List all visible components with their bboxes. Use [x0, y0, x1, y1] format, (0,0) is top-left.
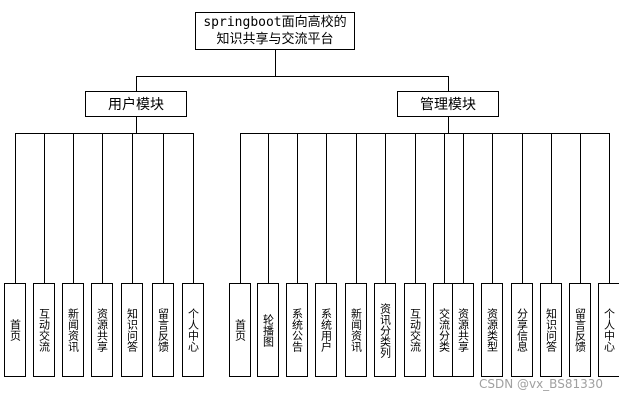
- leaf-node-1-9-label: 资源类型: [485, 308, 499, 352]
- leaf-node-1-8: 资源共享: [452, 283, 474, 377]
- leaf-node-0-3-label: 资源共享: [95, 308, 109, 352]
- leaf-node-1-10: 分享信息: [511, 283, 533, 377]
- leaf-node-1-5-label: 资讯分类列: [378, 302, 392, 358]
- connector-module-1-down: [448, 117, 449, 133]
- connector-leaf-1-4: [356, 133, 357, 283]
- connector-module-0-children-bar: [15, 133, 194, 134]
- connector-leaf-0-6: [193, 133, 194, 283]
- leaf-node-0-1-label: 互动交流: [37, 308, 51, 352]
- leaf-node-1-8-label: 资源共享: [456, 308, 470, 352]
- connector-module-0-down: [136, 117, 137, 133]
- connector-leaf-0-3: [102, 133, 103, 283]
- leaf-node-0-3: 资源共享: [91, 283, 113, 377]
- leaf-node-0-6-label: 个人中心: [186, 308, 200, 352]
- leaf-node-1-11-label: 知识问答: [544, 308, 558, 352]
- leaf-node-1-11: 知识问答: [540, 283, 562, 377]
- connector-leaf-1-5: [385, 133, 386, 283]
- leaf-node-0-6: 个人中心: [182, 283, 204, 377]
- module-node-1: 管理模块: [397, 91, 499, 117]
- leaf-node-1-3: 系统用户: [315, 283, 337, 377]
- leaf-node-1-6: 互动交流: [404, 283, 426, 377]
- root-node-label: springboot面向高校的知识共享与交流平台: [203, 15, 347, 47]
- connector-leaf-1-2: [297, 133, 298, 283]
- leaf-node-1-5: 资讯分类列: [374, 283, 396, 377]
- leaf-node-0-2: 新闻资讯: [62, 283, 84, 377]
- leaf-node-1-7: 交流分类: [433, 283, 455, 377]
- leaf-node-1-12: 留言反馈: [569, 283, 591, 377]
- connector-leaf-1-13: [609, 133, 610, 283]
- module-node-1-label: 管理模块: [420, 97, 476, 113]
- connector-leaf-1-0: [240, 133, 241, 283]
- leaf-node-1-0: 首页: [229, 283, 251, 377]
- leaf-node-0-4-label: 知识问答: [125, 308, 139, 352]
- root-node: springboot面向高校的知识共享与交流平台: [195, 12, 355, 50]
- leaf-node-1-4: 新闻资讯: [345, 283, 367, 377]
- leaf-node-1-2-label: 系统公告: [290, 308, 304, 352]
- connector-leaf-0-5: [163, 133, 164, 283]
- connector-leaf-1-6: [415, 133, 416, 283]
- connector-top-bar: [136, 76, 449, 77]
- connector-leaf-1-1: [268, 133, 269, 283]
- connector-module-1-children-bar: [240, 133, 610, 134]
- leaf-node-0-2-label: 新闻资讯: [66, 308, 80, 352]
- leaf-node-1-0-label: 首页: [233, 319, 247, 341]
- module-node-0-label: 用户模块: [108, 97, 164, 113]
- watermark: CSDN @vx_BS81330: [478, 377, 603, 391]
- leaf-node-0-1: 互动交流: [33, 283, 55, 377]
- module-node-0: 用户模块: [85, 91, 187, 117]
- leaf-node-1-7-label: 交流分类: [437, 308, 451, 352]
- leaf-node-0-0-label: 首页: [8, 319, 22, 341]
- connector-leaf-1-3: [326, 133, 327, 283]
- leaf-node-1-4-label: 新闻资讯: [349, 308, 363, 352]
- leaf-node-1-1: 轮播图: [257, 283, 279, 377]
- connector-leaf-0-0: [15, 133, 16, 283]
- leaf-node-1-12-label: 留言反馈: [573, 308, 587, 352]
- leaf-node-1-9: 资源类型: [481, 283, 503, 377]
- leaf-node-1-2: 系统公告: [286, 283, 308, 377]
- connector-module-0-up: [136, 76, 137, 91]
- leaf-node-1-10-label: 分享信息: [515, 308, 529, 352]
- connector-leaf-1-11: [551, 133, 552, 283]
- connector-leaf-0-2: [73, 133, 74, 283]
- leaf-node-0-5-label: 留言反馈: [156, 308, 170, 352]
- connector-leaf-1-7: [444, 133, 445, 283]
- connector-leaf-1-12: [580, 133, 581, 283]
- leaf-node-1-1-label: 轮播图: [261, 313, 275, 347]
- leaf-node-0-4: 知识问答: [121, 283, 143, 377]
- connector-leaf-0-4: [132, 133, 133, 283]
- leaf-node-1-13: 个人中心: [598, 283, 619, 377]
- connector-leaf-1-9: [492, 133, 493, 283]
- leaf-node-1-13-label: 个人中心: [602, 308, 616, 352]
- leaf-node-1-6-label: 互动交流: [408, 308, 422, 352]
- connector-leaf-1-10: [522, 133, 523, 283]
- connector-leaf-1-8: [463, 133, 464, 283]
- leaf-node-0-5: 留言反馈: [152, 283, 174, 377]
- connector-root-down: [275, 50, 276, 76]
- connector-module-1-up: [448, 76, 449, 91]
- leaf-node-1-3-label: 系统用户: [319, 308, 333, 352]
- connector-leaf-0-1: [44, 133, 45, 283]
- leaf-node-0-0: 首页: [4, 283, 26, 377]
